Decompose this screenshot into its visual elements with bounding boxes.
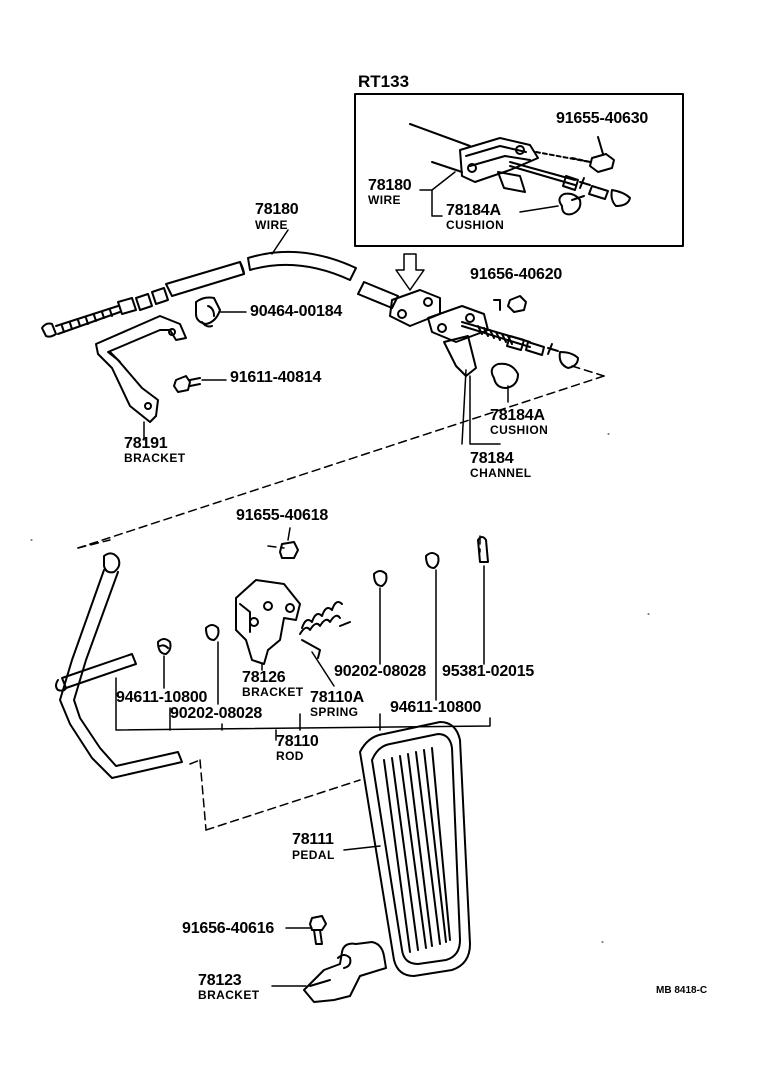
part-number-91656-40620: 91656-40620 [470,266,563,283]
part-number-94611-10800-right: 94611-10800 [390,699,482,716]
part-name-cushion-inset: CUSHION [446,218,505,232]
bracket-78191 [95,315,201,423]
inset-callout-arrow [395,253,425,291]
wire-assembly [41,250,579,389]
part-name-wire: WIRE [255,218,288,232]
inset-leaders [419,171,559,217]
part-name-pedal: PEDAL [292,848,335,862]
part-number-78110A: 78110A [310,689,364,706]
part-number-78180: 78180 [255,201,299,218]
part-number-91656-40616: 91656-40616 [182,920,275,937]
part-name-bracket-78126: BRACKET [242,685,304,699]
inset-wire-assembly [409,123,631,216]
part-number-78123: 78123 [198,972,242,989]
part-name-rod: ROD [276,749,304,763]
part-number-90202-08028-left: 90202-08028 [170,705,263,722]
part-number-78184A: 78184A [490,407,545,424]
part-name-cushion: CUSHION [490,423,549,437]
part-number-91655-40630: 91655-40630 [556,110,649,127]
part-number-78184A-inset: 78184A [446,202,501,219]
inset-frame [354,93,684,247]
inset-title: RT133 [358,72,410,91]
spring-78110A [299,601,351,659]
rod-78110 [55,552,183,779]
part-number-94611-10800-left: 94611-10800 [116,689,208,706]
part-name-channel: CHANNEL [470,466,532,480]
pedal-78111 [359,721,471,977]
small-hardware [157,536,489,655]
part-name-wire-inset: WIRE [368,193,401,207]
bracket-78123 [303,915,387,1003]
part-name-spring: SPRING [310,705,359,719]
scan-specks [30,433,650,943]
dashed-connections [77,365,605,831]
part-number-91655-40618: 91655-40618 [236,507,329,524]
part-number-91611-40814: 91611-40814 [230,369,322,386]
bracket-78126 [235,579,301,665]
part-number-78191: 78191 [124,435,168,452]
part-number-90202-08028-right: 90202-08028 [334,663,427,680]
part-name-bracket-78123: BRACKET [198,988,260,1002]
part-number-78110: 78110 [276,733,319,750]
part-number-78184: 78184 [470,450,514,467]
part-number-78126: 78126 [242,669,286,686]
upper-leaders [143,229,509,445]
lower-leaders [115,527,491,987]
part-name-bracket-78191: BRACKET [124,451,186,465]
diagram-code: MB 8418-C [656,985,708,996]
part-number-78180-inset: 78180 [368,177,412,194]
part-number-95381-02015: 95381-02015 [442,663,535,680]
part-number-90464-00184: 90464-00184 [250,303,343,320]
part-number-78111: 78111 [292,831,334,848]
